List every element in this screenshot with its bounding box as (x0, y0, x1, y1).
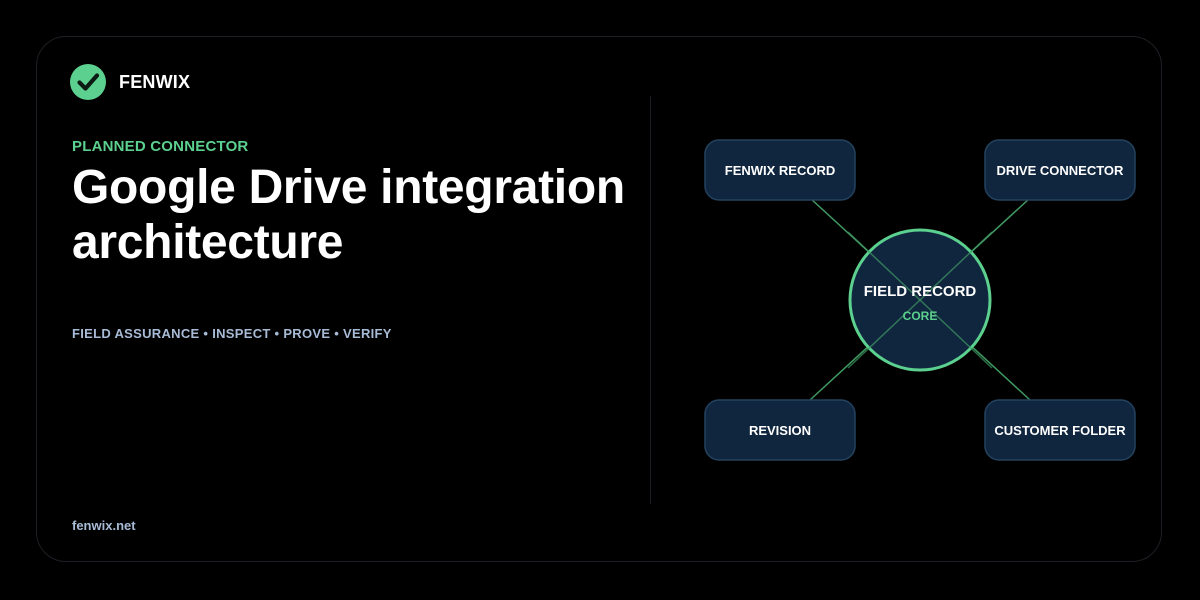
vertical-divider (650, 96, 651, 504)
node-customer-folder-label: CUSTOMER FOLDER (994, 423, 1126, 438)
core-cross-line-b (847, 231, 993, 369)
brand: FENWIX (70, 64, 190, 100)
node-revision-box (704, 399, 856, 461)
node-customer-folder: CUSTOMER FOLDER (984, 399, 1136, 461)
core-sublabel: CORE (903, 309, 938, 323)
core-node: FIELD RECORD CORE (847, 228, 993, 372)
node-revision-label: REVISION (749, 423, 811, 438)
title-line-2: architecture (72, 216, 344, 269)
tagline: FIELD ASSURANCE • INSPECT • PROVE • VERI… (72, 326, 392, 341)
node-fenwix-record-box (704, 139, 856, 201)
node-revision: REVISION (704, 399, 856, 461)
node-customer-folder-box (984, 399, 1136, 461)
node-drive-connector-label: DRIVE CONNECTOR (997, 163, 1124, 178)
title-line-1: Google Drive integration (72, 161, 625, 214)
node-fenwix-record-label: FENWIX RECORD (725, 163, 836, 178)
node-fenwix-record: FENWIX RECORD (704, 139, 856, 201)
page-title: Google Drive integration architecture (72, 160, 652, 270)
core-label: FIELD RECORD (864, 283, 977, 300)
node-drive-connector: DRIVE CONNECTOR (984, 139, 1136, 201)
check-circle-icon (70, 64, 106, 100)
brand-name: FENWIX (119, 71, 191, 92)
node-drive-connector-box (984, 139, 1136, 201)
footer-url: fenwix.net (72, 518, 136, 533)
eyebrow-label: PLANNED CONNECTOR (72, 138, 249, 155)
